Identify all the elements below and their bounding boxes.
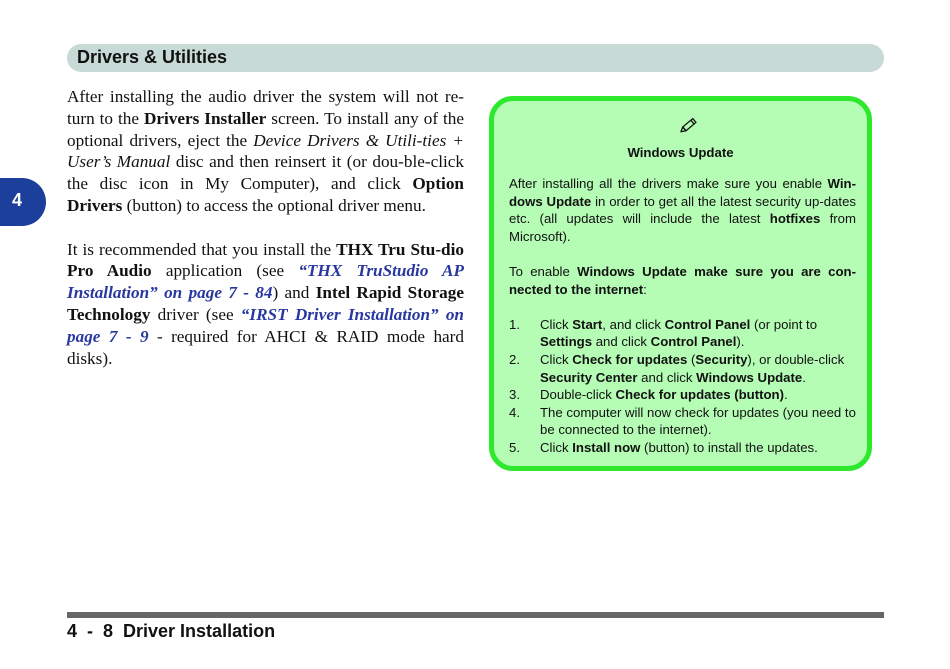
- text-run: from Microsoft).: [509, 211, 856, 244]
- irst-term: Intel Rapid Storage Technology: [67, 283, 464, 324]
- body-text-column: After installing the audio driver the sy…: [67, 86, 464, 369]
- text-run: in order to get all the latest security …: [509, 193, 856, 227]
- text-run: (or point to: [750, 316, 818, 332]
- text-run: The computer will now check for updates …: [540, 404, 856, 438]
- text-run: Click: [540, 439, 573, 455]
- ui-term: Start: [572, 316, 603, 332]
- text-run: Click: [540, 351, 573, 367]
- step-number: 1.: [509, 316, 520, 332]
- text-run: screen. To install any of the optional d…: [67, 108, 464, 150]
- text-run: To enable: [509, 263, 578, 279]
- footer-page-label: 4 - 8 Driver Installation: [67, 621, 276, 641]
- ui-term: Security: [695, 351, 748, 367]
- enable-instruction: Windows Update make sure you are con-nec…: [509, 263, 856, 297]
- text-run: (button) to install the updates.: [640, 439, 818, 455]
- text-run: and click: [592, 334, 651, 350]
- step-number: 2.: [509, 351, 520, 367]
- text-run: - required for AHCI & RAID mode hard dis…: [67, 326, 464, 368]
- text-run: (button) to access the optional driver m…: [122, 195, 426, 215]
- ui-term: Settings: [540, 334, 593, 350]
- ui-term: Security Center: [540, 369, 638, 385]
- text-run: and click: [637, 369, 697, 385]
- text-run: driver (see: [150, 304, 241, 324]
- text-run: :: [643, 281, 647, 297]
- text-run: (: [687, 351, 696, 367]
- step-item: 4. The computer will now check for update…: [509, 404, 856, 439]
- ui-term: Check for updates: [572, 351, 688, 367]
- body-paragraph-2: It is recommended that you install the T…: [67, 239, 464, 370]
- step-number: 4.: [509, 404, 520, 420]
- steps-list: 1. Click Start, and click Control Panel (…: [509, 316, 856, 457]
- windows-update-note-box: Windows Update After installing all the …: [489, 96, 872, 471]
- option-drivers-term: Option Drivers: [67, 174, 464, 215]
- body-paragraph-1: After installing the audio driver the sy…: [67, 86, 464, 217]
- text-run: , and click: [602, 316, 665, 332]
- ui-term: Control Panel: [664, 316, 751, 332]
- section-header-bar: Drivers & Utilities: [67, 44, 884, 72]
- hotfixes-term: hotfixes: [769, 211, 821, 227]
- step-item: 2. Click Check for updates (Security), or…: [509, 351, 856, 386]
- text-run: Double-click: [540, 387, 616, 403]
- ui-term: Control Panel: [650, 334, 737, 350]
- irst-cross-reference-link[interactable]: “IRST Driver Installation” on page 7 - 9: [67, 304, 464, 346]
- text-run: Click: [540, 316, 573, 332]
- chapter-number: 4: [11, 190, 22, 210]
- note-body: After installing all the drivers make su…: [509, 175, 856, 457]
- chapter-tab: 4: [0, 178, 46, 226]
- ui-term: Check for updates (button): [615, 387, 785, 403]
- disc-title: Device Drivers & Utili-ties + User’s Man…: [67, 130, 464, 172]
- text-run: After installing all the drivers make su…: [509, 176, 828, 191]
- note-title: Windows Update: [627, 145, 734, 160]
- text-run: ), or double-click: [747, 351, 845, 367]
- text-run: ) and: [272, 283, 316, 303]
- ui-term: Windows Update: [696, 369, 803, 385]
- section-title: Drivers & Utilities: [77, 47, 228, 67]
- step-number: 5.: [509, 439, 520, 455]
- text-run: .: [784, 387, 788, 403]
- step-item: 1. Click Start, and click Control Panel (…: [509, 316, 856, 351]
- windows-update-term: Win-dows Update: [509, 176, 856, 209]
- thx-cross-reference-link[interactable]: “THX TruStudio AP Installation” on page …: [67, 261, 464, 303]
- ui-term: Install now: [572, 439, 641, 455]
- text-run: .: [802, 369, 806, 385]
- text-run: It is recommended that you install the: [67, 239, 337, 259]
- pencil-icon: [680, 117, 697, 133]
- footer-rule: [67, 612, 884, 618]
- text-run: application (see: [151, 261, 299, 281]
- text-run: disc and then reinsert it (or dou-ble-cl…: [67, 152, 464, 194]
- drivers-installer-term: Drivers Installer: [143, 108, 267, 128]
- step-item: 3. Double-click Check for updates (button…: [509, 386, 856, 404]
- step-number: 3.: [509, 387, 520, 403]
- text-run: ).: [736, 334, 745, 350]
- thx-term: THX Tru Stu-dio Pro Audio: [67, 239, 464, 281]
- note-paragraph-1: After installing all the drivers make su…: [509, 175, 856, 245]
- note-paragraph-2: To enable Windows Update make sure you a…: [509, 263, 856, 298]
- text-run: After installing the audio driver the sy…: [67, 87, 464, 128]
- step-item: 5. Click Install now (button) to install …: [509, 439, 856, 457]
